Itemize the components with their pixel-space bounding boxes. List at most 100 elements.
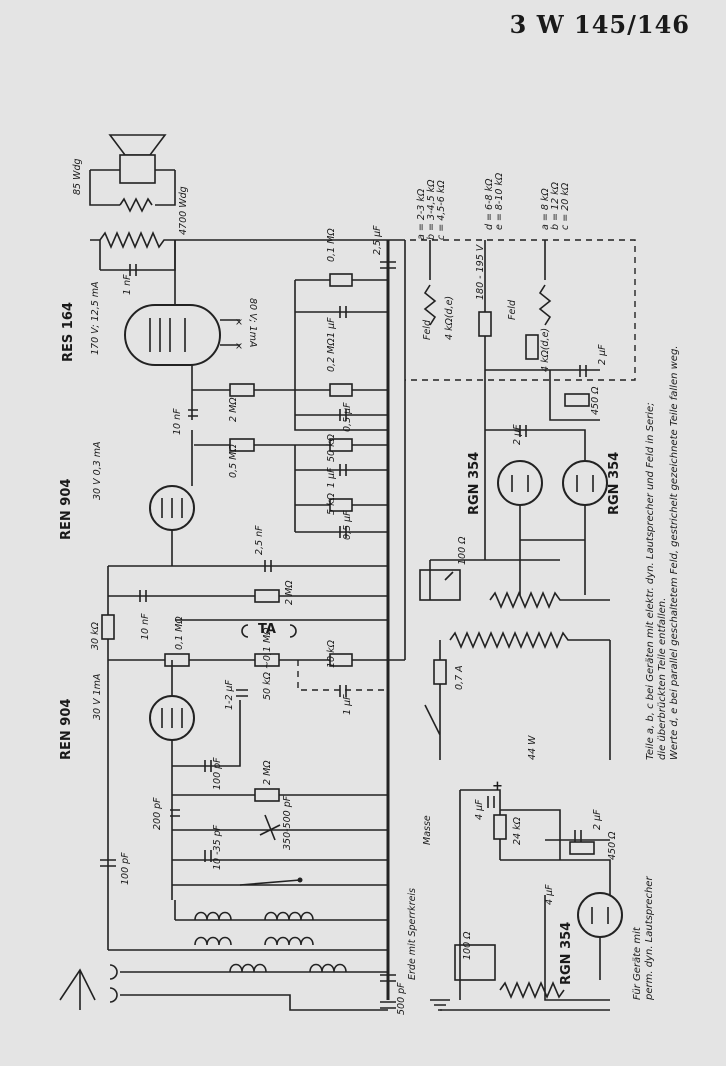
svg-text:4 kΩ(d,e): 4 kΩ(d,e) [444, 296, 455, 340]
svg-text:10 kΩ: 10 kΩ [326, 639, 337, 668]
r-100-b-pot [454, 944, 496, 981]
r-100-pot [419, 569, 461, 601]
r-24k-resistor [493, 814, 507, 840]
r-05-resistor [229, 438, 255, 452]
rectifier-c [577, 892, 623, 938]
svg-text:2 μF: 2 μF [592, 809, 603, 830]
feld-coil-a [423, 284, 437, 326]
svg-text:0,5 μF: 0,5 μF [342, 510, 353, 540]
stage1-tube-label: REN 904 [59, 699, 74, 760]
svg-text:500 pF: 500 pF [396, 982, 407, 1015]
svg-text:perm. dyn. Lautsprecher: perm. dyn. Lautsprecher [644, 876, 655, 1001]
r-01-b-resistor [164, 653, 190, 667]
svg-text:44 W: 44 W [527, 735, 538, 760]
mains-switch[interactable] [424, 560, 454, 760]
svg-text:d = 6-8 kΩ: d = 6-8 kΩ [484, 178, 495, 230]
loudspeaker-icon [108, 134, 167, 184]
svg-text:c = 20 kΩ: c = 20 kΩ [560, 182, 571, 230]
svg-text:1 μF: 1 μF [326, 467, 337, 488]
c-1nf-cap [129, 264, 137, 276]
svg-text:450 Ω: 450 Ω [607, 831, 618, 860]
svg-text:Erde mit Sperrkreis: Erde mit Sperrkreis [407, 888, 418, 980]
svg-text:0,7 A: 0,7 A [454, 665, 465, 690]
winding-1-label: 85 Wdg [72, 158, 83, 195]
coil-upper [194, 911, 314, 921]
svg-text:30 V 0,3 mA: 30 V 0,3 mA [92, 441, 103, 500]
feld-coil-b [538, 284, 552, 326]
svg-text:die überbrückten Teile entfall: die überbrückten Teile entfallen. [657, 598, 668, 760]
svg-text:100 Ω: 100 Ω [462, 931, 473, 960]
c-1nf-label: 1 nF [122, 274, 133, 295]
notes: Teile a, b, c bei Geräten mit elektr. dy… [645, 346, 680, 760]
svg-text:10 -35 pF: 10 -35 pF [212, 824, 223, 870]
r-10k-resistor [329, 653, 353, 667]
svg-text:2 μF: 2 μF [597, 344, 608, 365]
svg-text:c = 4,5-6 kΩ: c = 4,5-6 kΩ [436, 180, 447, 240]
svg-text:50 kΩ ~0,1 MΩ: 50 kΩ ~0,1 MΩ [262, 627, 273, 700]
svg-text:b = 12 kΩ: b = 12 kΩ [550, 181, 561, 230]
svg-text:100 Ω: 100 Ω [457, 536, 468, 565]
svg-text:a = 2-3 kΩ: a = 2-3 kΩ [416, 188, 427, 240]
svg-text:50 kΩ: 50 kΩ [326, 433, 337, 462]
svg-text:100 pF: 100 pF [212, 757, 223, 790]
svg-text:1 μF: 1 μF [342, 694, 353, 715]
svg-text:TA: TA [258, 622, 276, 637]
svg-text:1-2 μF: 1-2 μF [224, 679, 235, 710]
model-title: 3 W 145/146 [509, 10, 690, 39]
svg-text:2 μF: 2 μF [512, 424, 523, 445]
svg-text:×: × [235, 317, 243, 328]
stage2-tube [149, 485, 195, 531]
svg-text:Für Geräte mit: Für Geräte mit [632, 926, 643, 1000]
fuse [433, 659, 447, 685]
svg-text:RGN 354: RGN 354 [607, 452, 622, 515]
r-01-resistor [329, 273, 353, 287]
table-abc2: a = 8 kΩ b = 12 kΩ c = 20 kΩ [540, 181, 571, 230]
svg-text:24 kΩ: 24 kΩ [512, 816, 523, 845]
svg-text:e = 8-10 kΩ: e = 8-10 kΩ [494, 172, 505, 230]
r-02-resistor [329, 383, 353, 397]
r-4k-a-resistor [478, 311, 492, 337]
r-450-b-resistor [569, 841, 595, 855]
svg-text:Masse: Masse [422, 815, 433, 845]
svg-text:4 μF: 4 μF [544, 884, 555, 905]
svg-text:RGN 354: RGN 354 [467, 452, 482, 515]
output-anode-rating: 80 V; 1mA [247, 298, 258, 347]
svg-text:0,2 MΩ: 0,2 MΩ [326, 338, 337, 372]
svg-text:2 MΩ: 2 MΩ [228, 397, 239, 422]
svg-text:4 μF: 4 μF [474, 799, 485, 820]
svg-text:100 pF: 100 pF [120, 852, 131, 885]
svg-text:×: × [235, 341, 243, 352]
svg-text:Werte d, e bei parallel gescha: Werte d, e bei parallel geschaltetem Fel… [669, 346, 680, 760]
svg-text:10 nF: 10 nF [140, 613, 151, 640]
rectifier-a [497, 460, 543, 506]
trimmer-capacitor[interactable] [259, 814, 281, 841]
ta-jack[interactable] [241, 624, 297, 638]
coil-lower [194, 936, 314, 946]
svg-text:RGN 354: RGN 354 [559, 922, 574, 985]
svg-text:0,5 μF: 0,5 μF [342, 402, 353, 432]
output-tube [124, 304, 240, 366]
svg-text:0,5 MΩ: 0,5 MΩ [228, 444, 239, 478]
band-switch[interactable] [297, 877, 303, 883]
svg-text:2 MΩ: 2 MΩ [284, 580, 295, 605]
output-tube-label: RES 164 [61, 302, 76, 362]
svg-text:450 Ω: 450 Ω [590, 386, 601, 415]
svg-text:10 nF: 10 nF [172, 408, 183, 435]
svg-text:2,5 nF: 2,5 nF [254, 525, 265, 555]
table-de: d = 6-8 kΩ e = 8-10 kΩ [484, 172, 505, 230]
mains-primary [449, 630, 610, 650]
r-450-resistor [564, 393, 590, 407]
r-30k-resistor [101, 614, 115, 640]
svg-text:5 kΩ: 5 kΩ [326, 492, 337, 515]
svg-text:2 MΩ: 2 MΩ [262, 760, 273, 785]
stage2-tube-label: REN 904 [59, 479, 74, 540]
antenna-icon [59, 968, 96, 1010]
ground-icon [430, 999, 450, 1011]
r-50k-resistor [329, 438, 353, 452]
rectifier-b [562, 460, 608, 506]
antenna-jacks[interactable] [109, 964, 118, 1003]
winding-2-label: 4700 Wdg [178, 186, 189, 235]
r-5k-resistor [329, 498, 353, 512]
svg-text:1 μF: 1 μF [326, 317, 337, 338]
